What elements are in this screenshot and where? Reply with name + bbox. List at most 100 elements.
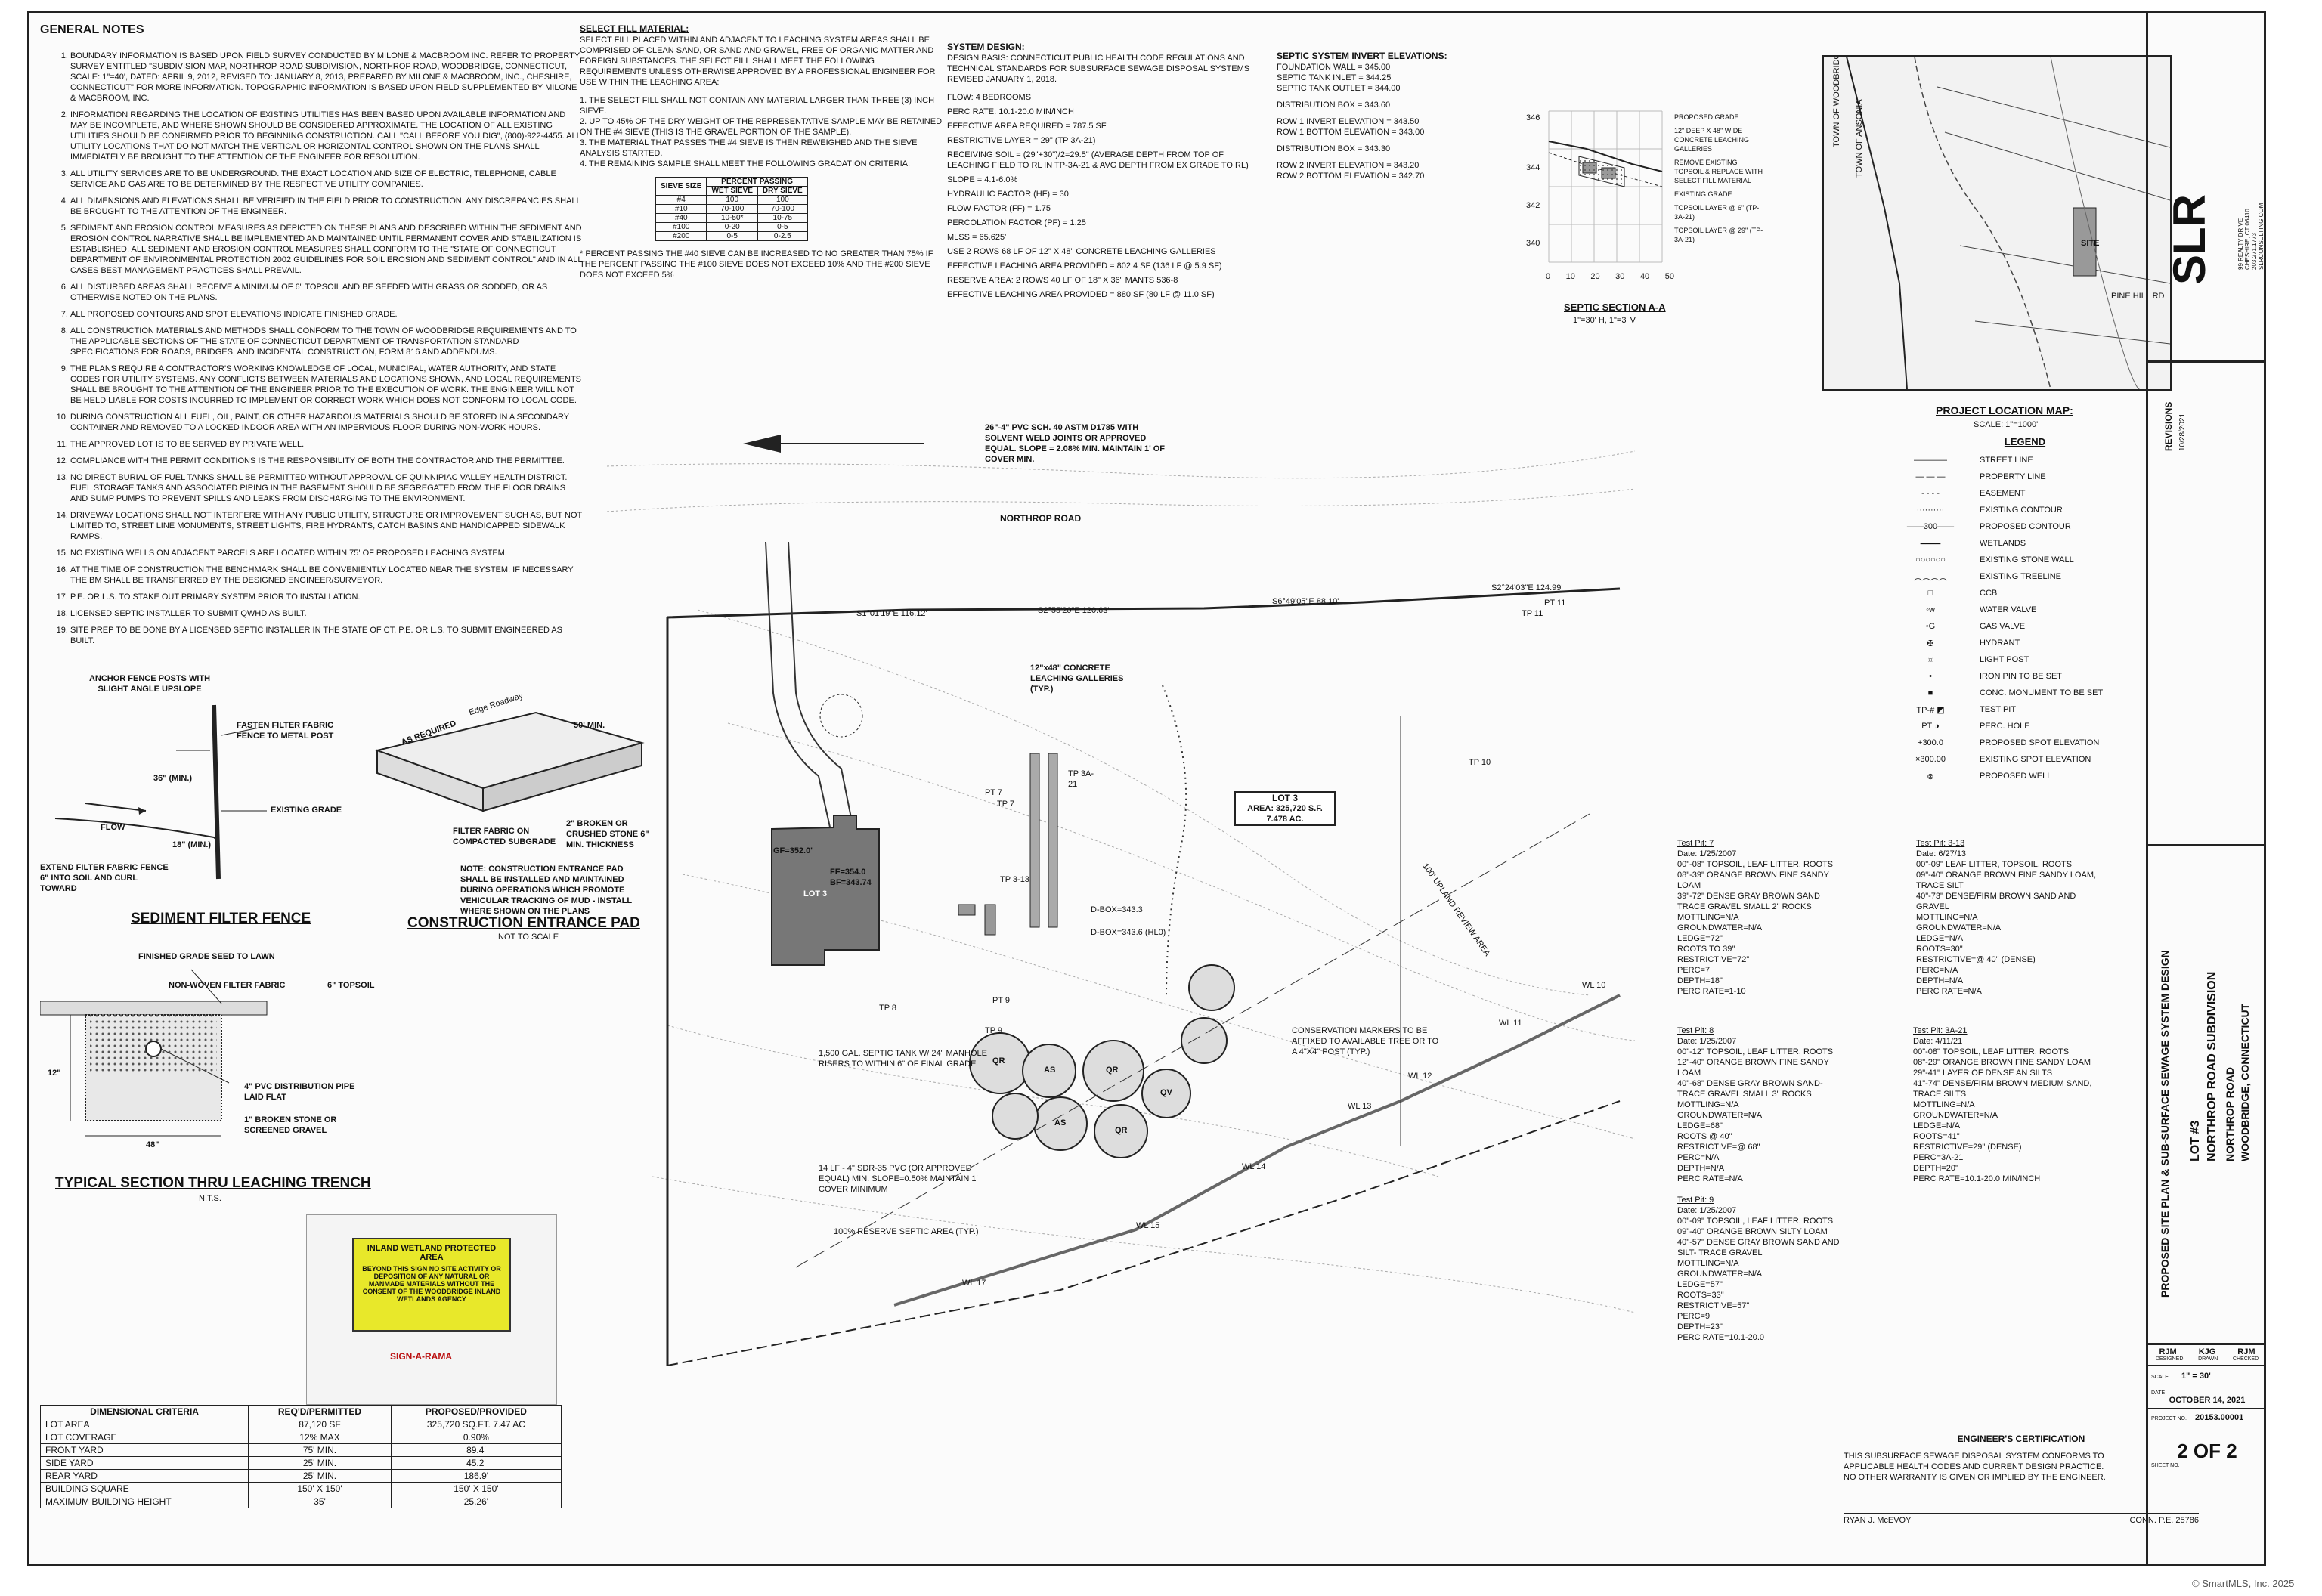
design-title: PROPOSED SITE PLAN & SUB-SURFACE SEWAGE … [2159,950,2171,1298]
legend-label: WATER VALVE [1980,605,2037,614]
select-fill-footnote: * PERCENT PASSING THE #40 SIEVE CAN BE I… [580,249,933,280]
system-design-line: FLOW: 4 BEDROOMS [947,93,1032,102]
sheet-number: 2 OF 2 [2177,1440,2237,1462]
dimensional-header: REQ'D/PERMITTED [248,1405,392,1418]
tp-log-line: RESTRICTIVE=72" [1677,955,1750,964]
section-aa-title: SEPTIC SECTION A-A [1564,302,1666,313]
tp-log-line: 40"-68" DENSE GRAY BROWN SAND- TRACE GRA… [1677,1079,1823,1099]
legend-row: PT ◑PERC. HOLE [1881,718,2169,735]
wl-14: WL 14 [1242,1162,1266,1171]
sieve-cell: 100 [706,195,758,205]
general-notes: GENERAL NOTES BOUNDARY INFORMATION IS BA… [40,23,583,654]
dimensional-cell: SIDE YARD [39,1456,249,1470]
note-item: THE PLANS REQUIRE A CONTRACTOR'S WORKING… [70,363,583,406]
engineer-title: ENGINEER'S CERTIFICATION [1957,1434,2085,1444]
sieve-header-size: SIEVE SIZE [655,177,707,196]
select-fill-intro: SELECT FILL PLACED WITHIN AND ADJACENT T… [580,36,936,87]
tp-9: TP 9 [985,1026,1003,1035]
dimensional-cell: 12% MAX [248,1431,392,1444]
subdivision-title: NORTHROP ROAD SUBDIVISION [2206,971,2218,1161]
tp-log-line: MOTTLING=N/A [1913,1100,1975,1109]
lot-title: LOT #3 [2189,1120,2202,1161]
invert-title: SEPTIC SYSTEM INVERT ELEVATIONS: [1277,51,1447,61]
system-design-line: EFFECTIVE AREA REQUIRED = 787.5 SF [947,122,1107,131]
tp-log-title: Test Pit: 7 [1677,839,1714,848]
legend-symbol: ■ [1927,688,1933,697]
tp-log-title: Test Pit: 8 [1677,1026,1714,1035]
tank-callout: 1,500 GAL. SEPTIC TANK W/ 24" MANHOLE RI… [819,1049,987,1069]
tp-log-line: ROOTS @ 40" [1677,1132,1732,1141]
note-item: NO DIRECT BURIAL OF FUEL TANKS SHALL BE … [70,472,583,504]
legend-label: PROPOSED CONTOUR [1980,522,2071,531]
pad-label-stone: 2" BROKEN OR CRUSHED STONE 6" MIN. THICK… [566,819,649,849]
tree-qr: QR [1115,1126,1128,1135]
firm-panel: SLR 99 REALTY DRIVE CHESHIRE, CT 06410 2… [2148,13,2266,363]
note-item: ALL CONSTRUCTION MATERIALS AND METHODS S… [70,326,583,357]
legend-symbol: ——300—— [1906,522,1955,531]
legend-label: GAS VALVE [1980,622,2026,631]
legend-symbol: □ [1927,589,1933,598]
trench-label-pipe: 4" PVC DISTRIBUTION PIPE LAID FLAT [244,1082,355,1102]
tp-log-line: PERC RATE=N/A [1677,1174,1743,1183]
dimensional-cell: 75' MIN. [248,1443,392,1457]
dimensional-cell: 87,120 SF [248,1418,392,1431]
sieve-cell: 100 [757,195,808,205]
tp-log-date: Date: 6/27/13 [1916,849,1967,858]
tp-log-line: 09"-40" ORANGE BROWN FINE SANDY LOAM, TR… [1916,871,2097,890]
note-item: ALL DISTURBED AREAS SHALL RECEIVE A MINI… [70,282,583,303]
sheet-label: SHEET NO. [2151,1463,2180,1468]
system-design-line: SLOPE = 4.1-6.0% [947,175,1018,184]
note-item: SITE PREP TO BE DONE BY A LICENSED SEPTI… [70,625,583,646]
aa-x-tick: 0 [1546,272,1551,281]
tp-log-line: GROUNDWATER=N/A [1916,923,2002,933]
engineer-body: THIS SUBSURFACE SEWAGE DISPOSAL SYSTEM C… [1844,1452,2106,1482]
section-aa-label: PROPOSED GRADE [1674,113,1739,121]
aa-y-342: 342 [1526,201,1540,210]
firm-address: 99 REALTY DRIVE CHESHIRE, CT 06410 203.2… [2237,203,2265,270]
wl-13: WL 13 [1348,1102,1372,1111]
legend-symbol: ✠ [1927,639,1934,648]
tree-qv: QV [1160,1088,1172,1097]
revisions-panel: REVISIONS 10/28/2021 [2148,360,2266,846]
invert-line: ROW 1 INVERT ELEVATION = 343.50 [1277,117,1420,126]
invert-line: ROW 2 BOTTOM ELEVATION = 342.70 [1277,172,1425,181]
legend-label: PROPERTY LINE [1980,472,2046,481]
sieve-cell: #4 [655,195,707,205]
wetland-sign-card: INLAND WETLAND PROTECTED AREA BEYOND THI… [306,1214,557,1405]
select-fill-items: 1. THE SELECT FILL SHALL NOT CONTAIN ANY… [580,95,943,169]
legend: LEGEND ————STREET LINE— — —PROPERTY LINE… [1881,436,2169,784]
tp-log-line: ROOTS=30" [1916,945,1963,954]
sieve-cell: #200 [655,231,707,241]
test-pit-log-3a-21: Test Pit: 3A-21 Date: 4/11/21 00"-08" TO… [1913,1025,2102,1184]
note-item: BOUNDARY INFORMATION IS BASED UPON FIELD… [70,51,583,104]
tp-log-title: Test Pit: 3-13 [1916,839,1965,848]
tree-as: AS [1044,1066,1056,1075]
pad-label-50min: 50' MIN. [574,721,605,730]
sieve-cell: 10-75 [757,213,808,223]
select-fill-item: 4. THE REMAINING SAMPLE SHALL MEET THE F… [580,159,911,169]
project-no: 20153.00001 [2195,1413,2244,1422]
legend-label: IRON PIN TO BE SET [1980,672,2063,681]
legend-label: HYDRANT [1980,639,2020,648]
system-design-basis: DESIGN BASIS: CONNECTICUT PUBLIC HEALTH … [947,54,1250,84]
dimensional-cell: FRONT YARD [39,1443,249,1457]
tp-log-line: MOTTLING=N/A [1916,913,1978,922]
drawn-label: DRAWN [2198,1356,2218,1362]
initials-row: RJM KJG RJM [2148,1343,2266,1356]
trench-label-grade: FINISHED GRADE SEED TO LAWN [138,952,275,961]
tp-log-line: DEPTH=20" [1913,1164,1958,1173]
test-pit-log-8: Test Pit: 8 Date: 1/25/2007 00"-12" TOPS… [1677,1025,1844,1184]
dbox-callout-2: D-BOX=343.6 (HL0) [1091,928,1166,937]
revision-date: 10/28/2021 [2178,413,2187,451]
legend-symbol: ○○○○○○ [1915,555,1946,564]
location-map-drawing [1846,57,2170,389]
dimensional-cell: BUILDING SQUARE [39,1482,249,1495]
wl-17: WL 17 [962,1279,986,1288]
legend-label: EXISTING SPOT ELEVATION [1980,755,2091,764]
